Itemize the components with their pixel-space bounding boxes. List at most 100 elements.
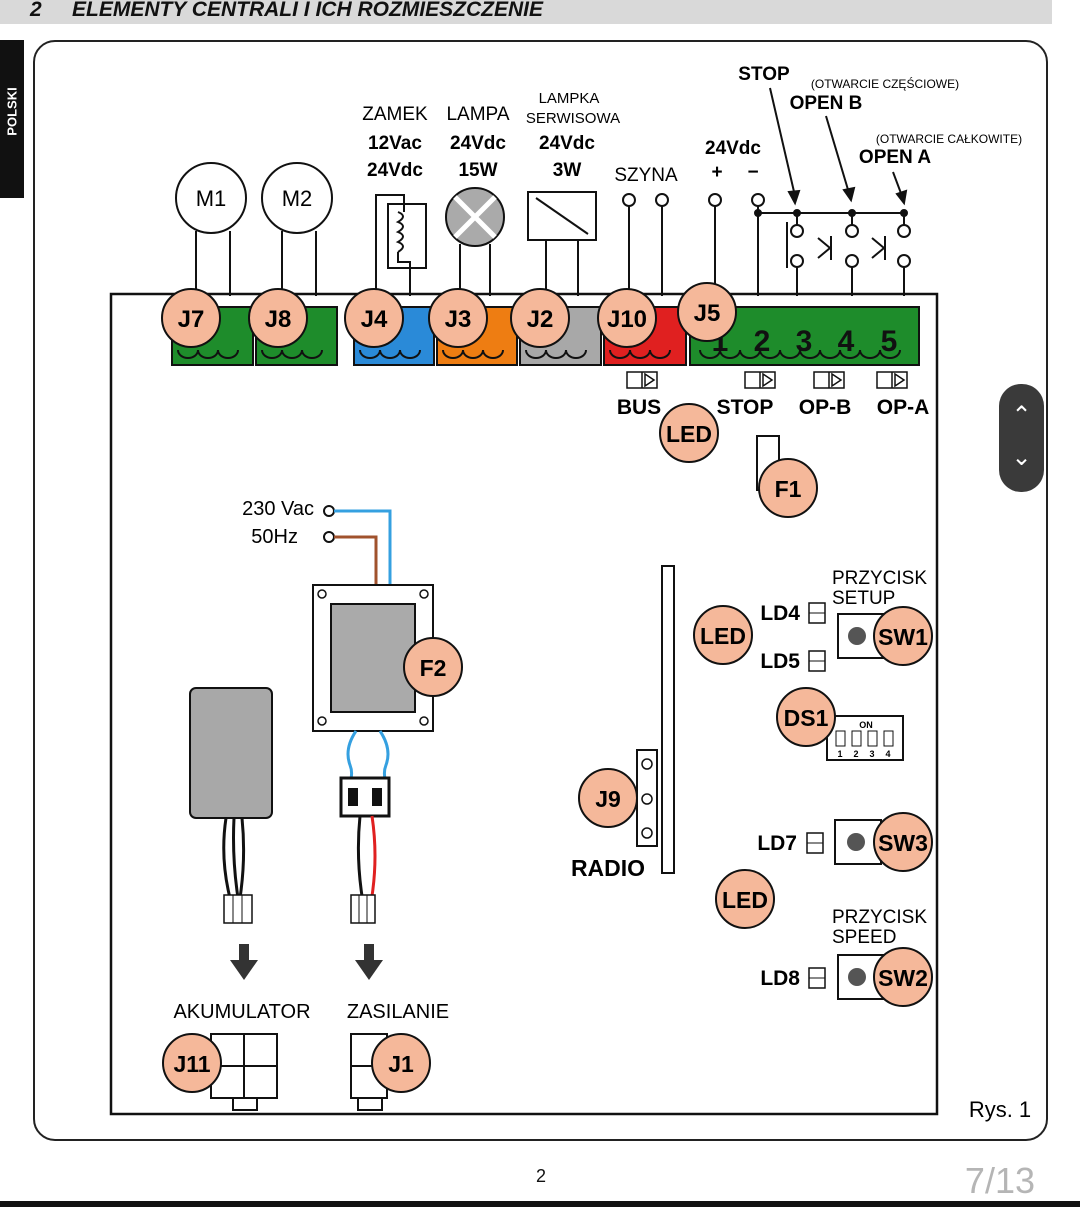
chevron-down-icon: ⌄	[1011, 444, 1032, 471]
transformer: F2	[312, 584, 463, 788]
connector-badges: J7 J8 J4 J3 J2 J10 J5	[161, 282, 737, 348]
dip-on-label: ON	[859, 720, 873, 730]
label-lampa: LAMPA	[446, 104, 509, 125]
input-label-stop: STOP	[717, 396, 774, 419]
power-terminals	[708, 193, 765, 296]
bottom-bar	[0, 1201, 1080, 1207]
label-zamek-v2: 24Vdc	[367, 160, 423, 181]
diagram-frame	[33, 40, 1048, 1141]
terminal-number-3: 3	[796, 325, 813, 358]
led-badge-mid: LED	[693, 605, 753, 665]
led-ld5-label: LD5	[760, 650, 800, 673]
badge-j7-label: J7	[178, 306, 205, 333]
led-badge-mid-label: LED	[700, 623, 746, 649]
led-badges: LED LED LED	[659, 403, 775, 929]
label-zamek: ZAMEK	[362, 104, 428, 125]
page-nav: ⌃ ⌄	[999, 384, 1044, 492]
down-arrows	[230, 944, 383, 980]
fuse-f2-label: F2	[420, 655, 447, 681]
badge-j8-label: J8	[265, 306, 292, 333]
input-leds	[626, 371, 908, 389]
section-header: 2 ELEMENTY CENTRALI I ICH ROZMIESZCZENIE	[0, 0, 1052, 24]
fuse-f1: F1	[756, 435, 818, 518]
label-plus: +	[711, 162, 722, 183]
battery	[189, 687, 273, 924]
input-labels: BUS STOP OP-B OP-A	[617, 396, 929, 419]
input-label-op-a: OP-A	[877, 396, 930, 419]
mains-input: 230 Vac 50Hz	[242, 498, 392, 586]
badge-j3: J3	[428, 288, 488, 348]
previous-page-button[interactable]: ⌃	[999, 396, 1044, 436]
lock-coil-icon	[375, 194, 427, 296]
page-counter: 7/13	[964, 1160, 1035, 1201]
badge-j10: J10	[597, 288, 657, 348]
dip-number-4: 4	[885, 749, 890, 759]
label-lampka-w: 3W	[553, 160, 582, 181]
fuse-f1-label: F1	[775, 476, 802, 502]
motor-m1-label: M1	[196, 186, 227, 211]
dip-number-3: 3	[869, 749, 874, 759]
akumulator-label: AKUMULATOR	[173, 1001, 310, 1023]
szyna-terminals	[622, 193, 669, 296]
power-harness	[339, 776, 391, 924]
label-lampa-w: 15W	[458, 160, 497, 181]
section-number: 2	[30, 0, 42, 21]
terminal-numbers: 1 2 3 4 5	[712, 325, 898, 358]
input-label-op-b: OP-B	[799, 396, 852, 419]
button-sw1-label: SW1	[878, 624, 928, 650]
label-lampa-v: 24Vdc	[450, 133, 506, 154]
motor-m2-label: M2	[282, 186, 313, 211]
badge-j4-label: J4	[361, 306, 388, 333]
section-title: ELEMENTY CENTRALI I ICH ROZMIESZCZENIE	[72, 0, 543, 21]
speed-label-1: PRZYCISK	[832, 907, 927, 928]
sw3-button: SW3	[834, 812, 933, 872]
motor-m2	[261, 162, 333, 234]
badge-j8: J8	[248, 288, 308, 348]
label-zamek-v1: 12Vac	[368, 133, 422, 154]
badge-j3-label: J3	[445, 306, 472, 333]
dip-number-2: 2	[853, 749, 858, 759]
terminal-number-5: 5	[881, 325, 898, 358]
top-labels: ZAMEK 12Vac 24Vdc LAMPA 24Vdc 15W LAMPKA…	[362, 64, 1022, 186]
badge-j4: J4	[344, 288, 404, 348]
led-ld8-label: LD8	[760, 967, 800, 990]
label-stop: STOP	[738, 64, 790, 85]
service-lamp-icon	[527, 191, 597, 296]
terminal-number-2: 2	[754, 325, 771, 358]
led-badge-top-label: LED	[666, 421, 712, 447]
setup-label-1: PRZYCISK	[832, 568, 927, 589]
connector-j1-label: J1	[388, 1051, 414, 1077]
badge-j2: J2	[510, 288, 570, 348]
terminal-number-4: 4	[838, 325, 855, 358]
figure-caption: Rys. 1	[969, 1097, 1031, 1122]
badge-j5: J5	[677, 282, 737, 342]
label-open-b: OPEN B	[790, 93, 863, 114]
input-contacts	[754, 209, 911, 296]
label-open-a: OPEN A	[859, 147, 931, 168]
label-24vdc: 24Vdc	[705, 138, 761, 159]
label-open-a-note: (OTWARCIE CAŁKOWITE)	[876, 132, 1022, 146]
lamp-icon	[445, 187, 505, 296]
speed-label-2: SPEED	[832, 927, 896, 948]
label-szyna: SZYNA	[614, 165, 678, 186]
badge-j5-label: J5	[694, 300, 721, 327]
led-badge-low-label: LED	[722, 887, 768, 913]
zasilanie-label: ZASILANIE	[347, 1001, 449, 1023]
mains-voltage: 230 Vac	[242, 498, 314, 520]
status-leds: LD4 LD5 LD7 LD8	[757, 602, 826, 990]
radio-connector: J9 RADIO	[571, 565, 675, 881]
contact-arrows	[769, 87, 908, 206]
next-page-button[interactable]: ⌄	[999, 438, 1044, 478]
badge-j7: J7	[161, 288, 221, 348]
connector-j11-label: J11	[173, 1051, 210, 1077]
input-label-bus: BUS	[617, 396, 661, 419]
chevron-up-icon: ⌃	[1011, 402, 1032, 429]
button-sw2-label: SW2	[878, 965, 928, 991]
bottom-connectors: AKUMULATOR ZASILANIE J11 J1	[162, 1001, 449, 1111]
led-ld7-label: LD7	[757, 832, 797, 855]
dip-ds1-label: DS1	[784, 705, 829, 731]
mains-frequency: 50Hz	[251, 526, 298, 548]
led-badge-low: LED	[715, 869, 775, 929]
setup-button: PRZYCISK SETUP SW1	[832, 568, 933, 666]
